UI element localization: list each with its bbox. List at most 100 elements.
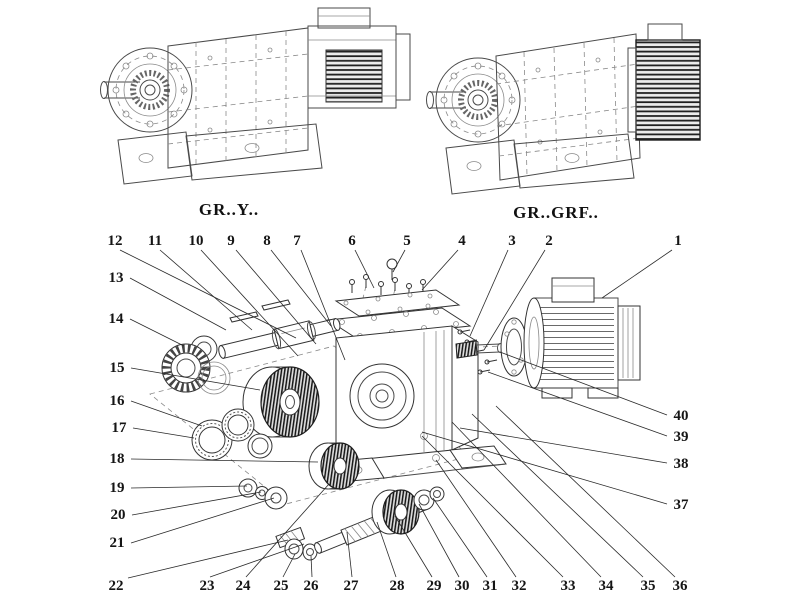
motor xyxy=(523,277,641,399)
output-shaft xyxy=(218,318,341,359)
base-feet-right-machine xyxy=(445,133,635,195)
leader-line-10 xyxy=(200,249,299,357)
leader-line-19 xyxy=(130,485,248,489)
gear-housing xyxy=(326,307,507,483)
leader-line-3 xyxy=(469,249,509,337)
part-number-40: 40 xyxy=(674,408,689,424)
part-number-2: 2 xyxy=(545,233,553,249)
part-number-29: 29 xyxy=(427,578,442,594)
leader-line-20 xyxy=(131,491,262,516)
leader-line-12 xyxy=(119,249,297,339)
shaft-key-2 xyxy=(261,299,291,311)
input-pinion xyxy=(455,340,503,359)
leader-line-2 xyxy=(483,249,546,351)
eye-bolt xyxy=(386,258,398,280)
leader-line-32 xyxy=(435,459,517,578)
part-number-7: 7 xyxy=(293,233,301,249)
shim-ring xyxy=(197,361,231,395)
leader-line-28 xyxy=(376,521,397,578)
part-number-13: 13 xyxy=(109,270,124,286)
output-bore xyxy=(349,363,415,429)
part-number-36: 36 xyxy=(673,578,689,594)
drain-plug xyxy=(432,454,440,462)
part-number-34: 34 xyxy=(599,578,615,594)
output-flange-left-machine xyxy=(107,47,193,133)
motor-foot-front xyxy=(541,387,573,399)
leader-line-38 xyxy=(459,427,668,464)
title-gr-grf: GR..GRF.. xyxy=(513,203,599,222)
part-number-31: 31 xyxy=(483,578,498,594)
motor-flange xyxy=(500,317,528,377)
leader-line-1 xyxy=(601,249,673,299)
leader-line-33 xyxy=(421,435,564,578)
large-gear xyxy=(242,366,320,438)
motor-foot-rear xyxy=(587,387,619,399)
leader-line-4 xyxy=(421,249,459,291)
top-box-right-machine xyxy=(647,23,683,41)
terminal-box xyxy=(551,277,595,303)
part-number-23: 23 xyxy=(200,578,215,594)
leader-line-13 xyxy=(129,277,227,331)
part-number-33: 33 xyxy=(561,578,576,594)
fan-cover xyxy=(617,305,641,381)
part-number-15: 15 xyxy=(110,360,125,376)
leader-line-30 xyxy=(418,503,460,578)
leader-line-34 xyxy=(451,421,602,578)
leader-line-31 xyxy=(432,497,488,578)
part-number-1: 1 xyxy=(674,233,682,249)
part-number-6: 6 xyxy=(348,233,356,249)
leader-line-16 xyxy=(130,400,203,427)
part-number-11: 11 xyxy=(148,233,162,249)
leader-line-40 xyxy=(499,351,668,416)
part-number-27: 27 xyxy=(344,578,360,594)
part-number-21: 21 xyxy=(110,535,125,551)
gear-housing-left-machine xyxy=(167,27,309,169)
leader-line-18 xyxy=(130,458,319,463)
output-flange-right-machine xyxy=(435,57,521,143)
leader-line-8 xyxy=(270,249,332,327)
part-number-8: 8 xyxy=(263,233,271,249)
leader-line-6 xyxy=(354,249,375,289)
cover-unit-right-machine xyxy=(627,23,701,141)
part-number-35: 35 xyxy=(641,578,656,594)
part-number-10: 10 xyxy=(189,233,204,249)
leader-line-26 xyxy=(310,555,313,578)
part-number-25: 25 xyxy=(274,578,289,594)
part-number-12: 12 xyxy=(108,233,123,249)
part-number-38: 38 xyxy=(674,456,689,472)
part-number-39: 39 xyxy=(674,429,689,445)
leader-line-25 xyxy=(282,553,296,578)
leader-line-15 xyxy=(130,367,261,391)
part-number-37: 37 xyxy=(674,497,690,513)
part-number-28: 28 xyxy=(390,578,405,594)
gearmotor-gr-grf-drawing xyxy=(426,23,701,195)
leader-line-5 xyxy=(392,249,406,273)
leader-line-22 xyxy=(127,539,289,579)
motor-left-machine xyxy=(307,7,411,109)
part-number-26: 26 xyxy=(304,578,320,594)
part-number-24: 24 xyxy=(236,578,252,594)
leader-line-35 xyxy=(471,413,644,578)
output-shaft-assembly xyxy=(161,299,341,395)
leader-line-27 xyxy=(346,531,353,578)
leader-line-11 xyxy=(159,249,253,331)
part-number-22: 22 xyxy=(109,578,124,594)
part-number-5: 5 xyxy=(403,233,411,249)
leader-line-14 xyxy=(129,318,185,347)
part-number-3: 3 xyxy=(508,233,516,249)
part-number-17: 17 xyxy=(112,420,128,436)
part-number-14: 14 xyxy=(109,311,125,327)
roller-bearing-hatched xyxy=(161,343,211,393)
leader-line-39 xyxy=(487,371,668,437)
cover-bolts xyxy=(349,258,426,297)
leader-line-7 xyxy=(300,249,346,361)
intermediate-gear xyxy=(308,442,360,490)
input-assembly xyxy=(455,277,641,399)
exploded-view xyxy=(149,258,641,561)
washer-set xyxy=(238,478,288,510)
leader-line-23 xyxy=(209,543,305,578)
leader-line-24 xyxy=(245,483,330,578)
part-number-9: 9 xyxy=(227,233,235,249)
